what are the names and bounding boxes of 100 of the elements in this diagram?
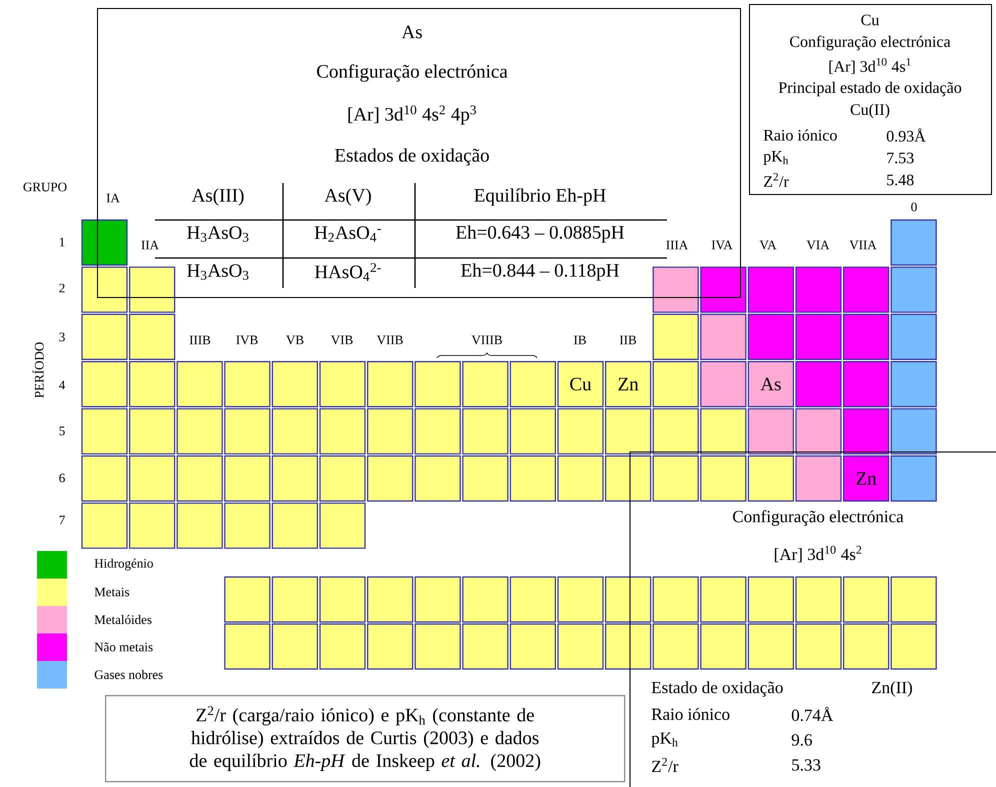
section-heading: Configuração electrónica (788, 34, 952, 52)
electron-configuration: [Ar] 3d$^{10}$ 4s$^{1}$ (827, 57, 913, 75)
electron-configuration: [Ar] 3d$^{10}$ 4s$^{2}$ 4p$^{3}$ (346, 104, 478, 126)
property-value: 9.6 (790, 733, 814, 747)
element-cell (557, 408, 604, 454)
element-cell (605, 455, 652, 502)
element-cell (843, 266, 890, 313)
element-cell (652, 408, 699, 454)
property-name: pK$_{h}$ (762, 150, 790, 166)
axis-label: VIB (330, 336, 353, 344)
element-cell (129, 455, 176, 502)
axis-label: VB (286, 336, 304, 344)
element-cell (510, 408, 556, 454)
element-heading: As (400, 24, 424, 40)
element-cell (462, 408, 508, 454)
element-cell (81, 361, 128, 408)
element-cell (319, 623, 366, 670)
element-cell (81, 502, 128, 549)
element-cell (81, 219, 128, 266)
element-cell (224, 576, 270, 623)
table-header: As(V) (323, 187, 373, 207)
axis-label: IB (574, 336, 586, 344)
section-heading: Estados de oxidação (333, 147, 491, 167)
element-cell (224, 502, 270, 549)
element-cell (890, 314, 937, 360)
element-cell (795, 408, 842, 454)
element-cell (224, 408, 270, 454)
element-cell (176, 502, 223, 549)
element-cell (272, 408, 318, 454)
axis-label: 4 (59, 380, 66, 390)
element-cell (224, 361, 270, 408)
oxidation-state: Zn(II) (870, 680, 914, 698)
element-cell (224, 455, 270, 502)
element-cell (748, 408, 794, 454)
element-cell (129, 266, 176, 313)
element-cell (510, 623, 556, 670)
section-heading: Configuração electrónica (315, 63, 509, 83)
element-cell (605, 576, 652, 623)
element-cell (414, 576, 461, 623)
info-box (97, 8, 741, 298)
element-cell (462, 576, 508, 623)
element-cell (890, 219, 937, 266)
element-cell (272, 502, 318, 549)
element-cell (367, 455, 414, 502)
element-cell (367, 576, 414, 623)
element-cell (748, 314, 794, 360)
element-cell (176, 361, 223, 408)
oxidation-state: Cu(II) (849, 102, 891, 120)
element-cell (890, 361, 937, 408)
axis-label: IIIB (190, 336, 210, 344)
element-cell (414, 455, 461, 502)
element-cell (81, 408, 128, 454)
section-heading: Estado de oxidação (650, 680, 784, 698)
axis-label: IIA (141, 240, 159, 250)
element-cell (557, 623, 604, 670)
element-cell (319, 502, 366, 549)
element-cell (129, 502, 176, 549)
element-cell: Cu (557, 361, 604, 408)
element-cell (652, 361, 699, 408)
legend-label: Metais (94, 588, 130, 596)
element-cell (700, 266, 746, 313)
element-cell (510, 361, 556, 408)
element-cell (224, 623, 270, 670)
element-cell (652, 314, 699, 360)
element-cell (81, 314, 128, 360)
property-value: 0.93Å (885, 127, 927, 143)
axis-label: VIIB (376, 336, 403, 344)
element-cell (81, 266, 128, 313)
property-name: Raio iónico (762, 128, 838, 142)
table-cell: H$_{3}$AsO$_{3}$ (186, 225, 250, 243)
element-cell (414, 623, 461, 670)
axis-label: IIB (620, 336, 636, 344)
table-header: Equilíbrio Eh-pH (472, 187, 608, 207)
element-cell (795, 361, 842, 408)
table-cell: Eh=0.844 – 0.118pH (460, 262, 620, 282)
element-cell (843, 408, 890, 454)
element-cell (129, 314, 176, 360)
element-cell (605, 623, 652, 670)
element-cell (748, 266, 794, 313)
property-name: Z$^{2}$/r (762, 172, 790, 188)
element-cell (557, 455, 604, 502)
element-cell (510, 455, 556, 502)
axis-label: 2 (59, 284, 65, 292)
element-cell (176, 408, 223, 454)
property-name: Raio iónico (650, 707, 732, 721)
axis-label: VIIA (849, 240, 877, 250)
element-cell (843, 314, 890, 360)
property-value: 5.48 (885, 174, 916, 186)
legend-label: Gases nobres (94, 670, 163, 680)
element-cell (890, 266, 937, 313)
axis-label: PERÍODO (32, 342, 44, 398)
property-name: Z$^{2}$/r (650, 756, 680, 774)
element-heading: Cu (860, 14, 880, 26)
axis-label: IVA (712, 240, 733, 250)
table-cell: HAsO$_{4}$2- (313, 262, 383, 282)
property-name: pK$_{h}$ (650, 732, 680, 748)
element-cell (795, 266, 842, 313)
element-cell (795, 314, 842, 360)
element-cell (129, 408, 176, 454)
axis-label: VIIIB (472, 336, 502, 344)
